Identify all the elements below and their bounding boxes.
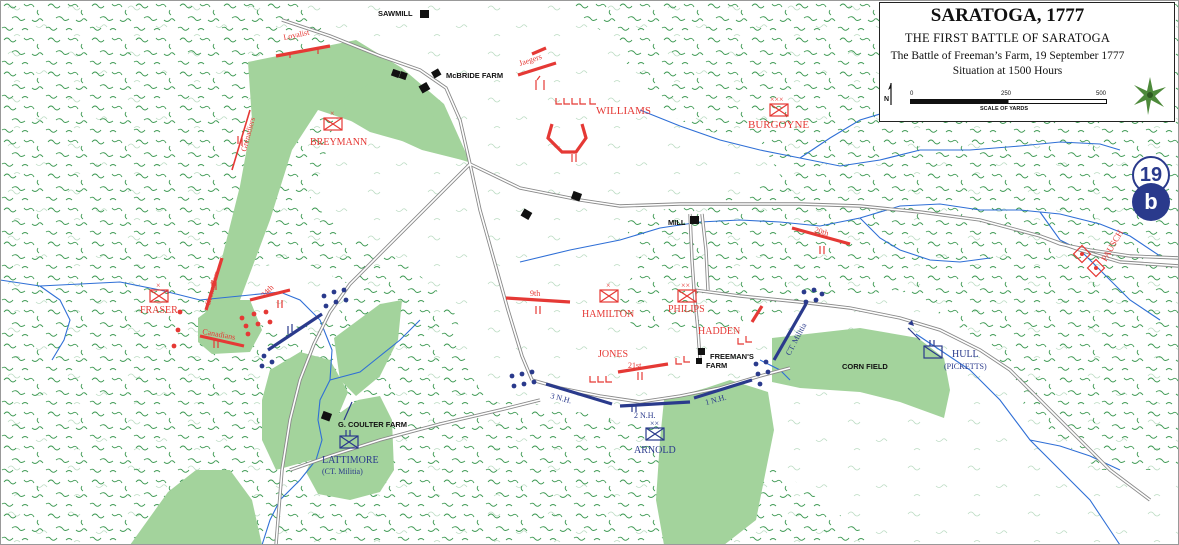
lattimore-sub-label: (CT. Militia) [322, 467, 363, 476]
sawmill-label: SAWMILL [378, 9, 413, 18]
hull-label: HULL [952, 349, 979, 360]
buildings [320, 10, 705, 422]
situation-caption: Situation at 1500 Hours [952, 65, 1063, 77]
map-title-box: SARATOGA, 1777 THE FIRST BATTLE OF SARAT… [879, 2, 1175, 122]
battle-caption: The Battle of Freeman’s Farm, 19 Septemb… [890, 50, 1125, 62]
svg-text:×: × [606, 281, 611, 290]
mill-label: MILL [668, 218, 686, 227]
scale-tick-500: 500 [1096, 91, 1107, 97]
reg-20th-label: 20th [813, 225, 829, 238]
streams [0, 95, 1161, 545]
jones-label: JONES [598, 349, 628, 360]
burgoyne-label: BURGOYNE [748, 119, 809, 131]
breymann-label: BREYMANN [310, 137, 367, 148]
scale-tick-0: 0 [910, 91, 914, 97]
corn-field [772, 328, 950, 418]
williams-label: WILLIAMS [596, 105, 651, 117]
reg-21st-label: 21st [628, 361, 642, 370]
freemans-farm-label-2: FARM [706, 361, 727, 370]
corn-field-label: CORN FIELD [842, 362, 888, 371]
compass-star-icon [1134, 77, 1166, 115]
field-coulter-north [334, 300, 402, 396]
field-arnold [656, 380, 774, 545]
coulter-farm-label: G. COULTER FARM [338, 420, 407, 429]
map-title: SARATOGA, 1777 [930, 5, 1085, 26]
mill-building [690, 216, 699, 224]
svg-text:×××: ××× [770, 95, 784, 104]
svg-text:×: × [330, 109, 335, 118]
field-upper [344, 78, 468, 162]
svg-text:N: N [884, 96, 889, 103]
scale-tick-250: 250 [1001, 91, 1012, 97]
hadden-label: HADDEN [698, 326, 740, 337]
svg-text:××: ×× [650, 419, 659, 428]
lattimore-label: LATTIMORE [322, 455, 379, 466]
freemans-farm-label: FREEMAN'S [710, 352, 754, 361]
reg-9th-label: 9th [530, 289, 540, 298]
north-arrow-icon: N [884, 83, 892, 105]
nh2-label: 2 N.H. [634, 411, 656, 420]
scale-bar: 0 250 500 SCALE OF YARDS [910, 91, 1110, 115]
hamilton-label: HAMILTON [582, 309, 634, 320]
svg-text:××: ×× [681, 281, 690, 290]
sawmill-building [420, 10, 429, 18]
british-units [199, 44, 851, 374]
svg-text:×: × [156, 281, 161, 290]
mcbride-farm-label: McBRIDE FARM [446, 71, 503, 80]
map-letter-badge: b [1132, 183, 1170, 221]
field-southwest [130, 470, 262, 545]
arnold-label: ARNOLD [634, 445, 676, 456]
map-subtitle: THE FIRST BATTLE OF SARATOGA [904, 31, 1111, 45]
field-coulter-mid [262, 352, 348, 470]
philips-label: PHILIPS [668, 304, 705, 315]
hull-sub-label: (PICKETTS) [944, 362, 987, 371]
scale-caption: SCALE OF YARDS [980, 106, 1028, 112]
fraser-label: FRASER [140, 305, 178, 316]
